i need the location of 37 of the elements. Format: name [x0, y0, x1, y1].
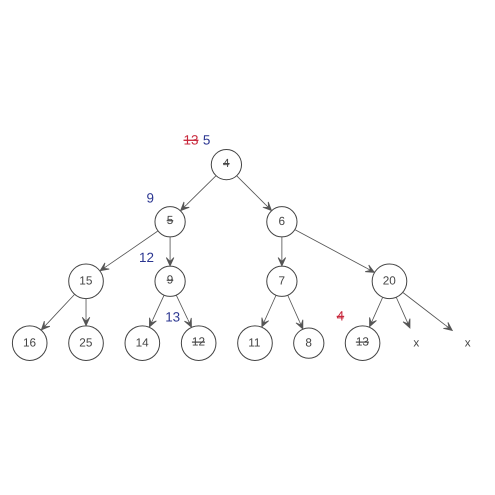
node-circle: 4	[210, 149, 242, 180]
arrow	[278, 236, 286, 266]
node-circle: 11	[237, 325, 273, 361]
arrow	[166, 236, 174, 266]
node-label: 5	[202, 132, 210, 148]
node-circle: 8	[293, 328, 324, 359]
node-circle: 7	[266, 266, 298, 297]
node-circle: 6	[266, 206, 298, 238]
arrow	[180, 175, 216, 211]
arrow	[82, 298, 90, 326]
node-circle: 16	[12, 325, 48, 361]
node-label: 9	[146, 190, 154, 206]
arrow	[369, 297, 383, 328]
node-label: 4	[336, 308, 344, 324]
node-label: 13	[184, 132, 198, 148]
node-circle: 20	[372, 263, 408, 300]
arrow	[149, 294, 164, 328]
arrow	[176, 294, 192, 328]
node-circle: 13	[344, 325, 380, 361]
node-circle: 9	[154, 266, 186, 297]
node-text: x	[464, 336, 471, 350]
arrow	[402, 292, 453, 331]
node-circle: 5	[154, 206, 186, 238]
arrow	[396, 297, 410, 328]
arrow	[236, 175, 272, 211]
node-circle: 15	[68, 263, 104, 300]
node-label: 13	[165, 309, 180, 324]
node-circle: 12	[180, 325, 216, 361]
arrow	[287, 295, 304, 330]
node-circle: 14	[124, 325, 160, 361]
arrow	[261, 295, 276, 328]
node-label: 12	[138, 250, 154, 265]
arrow	[40, 294, 75, 330]
node-circle: 25	[68, 325, 104, 361]
arrow	[294, 229, 375, 273]
node-text: x	[413, 336, 420, 350]
arrow	[100, 230, 158, 272]
